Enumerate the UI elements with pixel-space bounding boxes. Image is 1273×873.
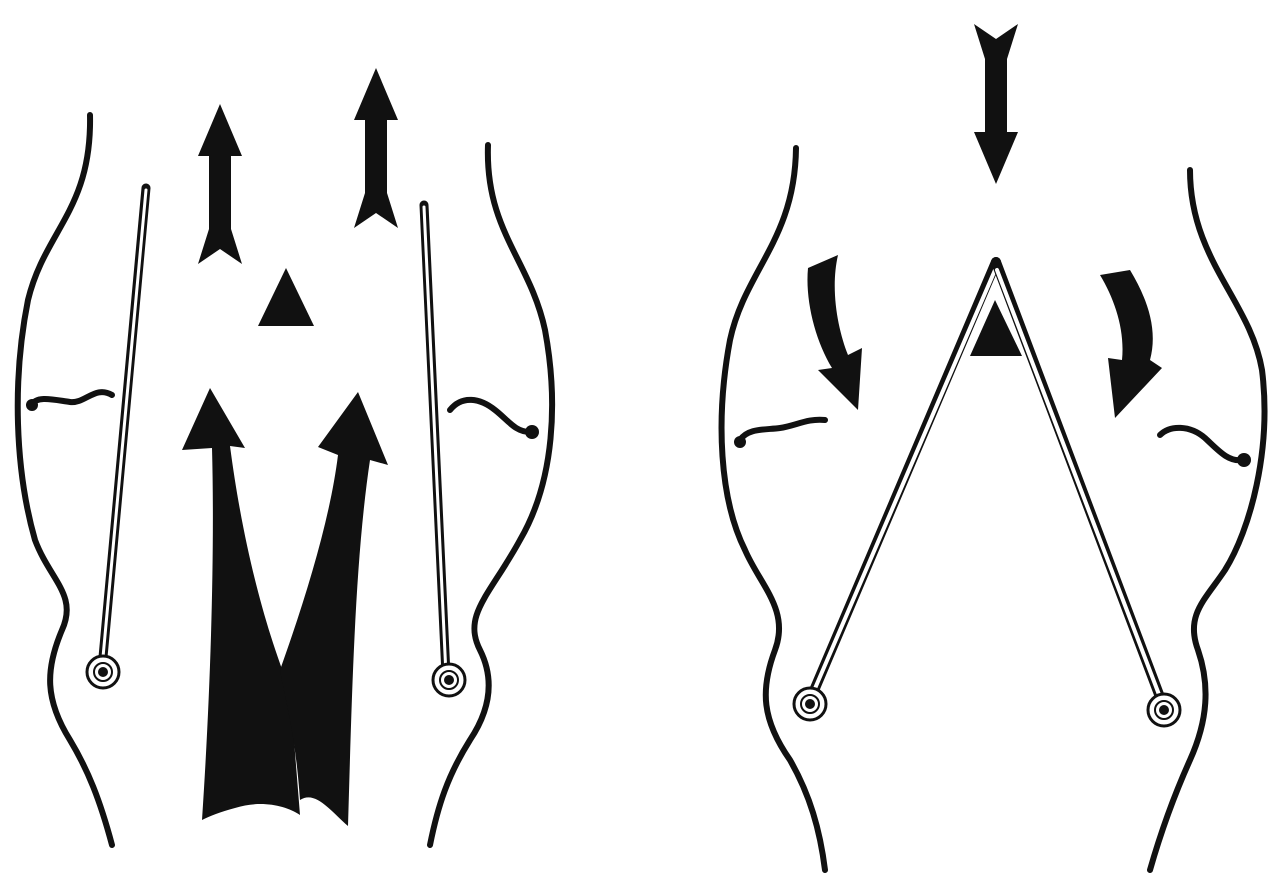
hinge-pivot-icon — [433, 664, 465, 696]
arrow-down-icon — [974, 24, 1018, 184]
open-left-leaflet-core — [102, 190, 146, 668]
arrow-up-icon — [354, 68, 398, 228]
hinge-pivot-icon — [87, 656, 119, 688]
closed-right-squiggle — [1160, 428, 1242, 460]
arrow-up-icon — [198, 104, 242, 264]
hinge-pivot-icon — [794, 688, 826, 720]
open-left-vessel-wall — [18, 115, 112, 845]
open-right-squiggle — [450, 400, 530, 432]
open-left-squiggle — [32, 392, 112, 405]
hinge-pivot-icon — [1148, 694, 1180, 726]
curved-arrow-icon — [807, 255, 862, 410]
open-right-vessel-wall — [430, 145, 552, 845]
curved-arrow-icon — [1100, 270, 1162, 418]
open-valve-panel — [18, 68, 552, 845]
triangle-marker-icon — [258, 268, 314, 326]
open-right-leaflet-core — [424, 207, 446, 675]
open-flow-arrow-left — [182, 388, 300, 820]
closed-right-vessel-wall — [1150, 170, 1264, 870]
open-flow-arrow-right — [280, 392, 388, 826]
closed-valve-panel — [722, 24, 1265, 870]
closed-left-vessel-wall — [722, 148, 825, 870]
closed-left-squiggle — [740, 420, 825, 440]
